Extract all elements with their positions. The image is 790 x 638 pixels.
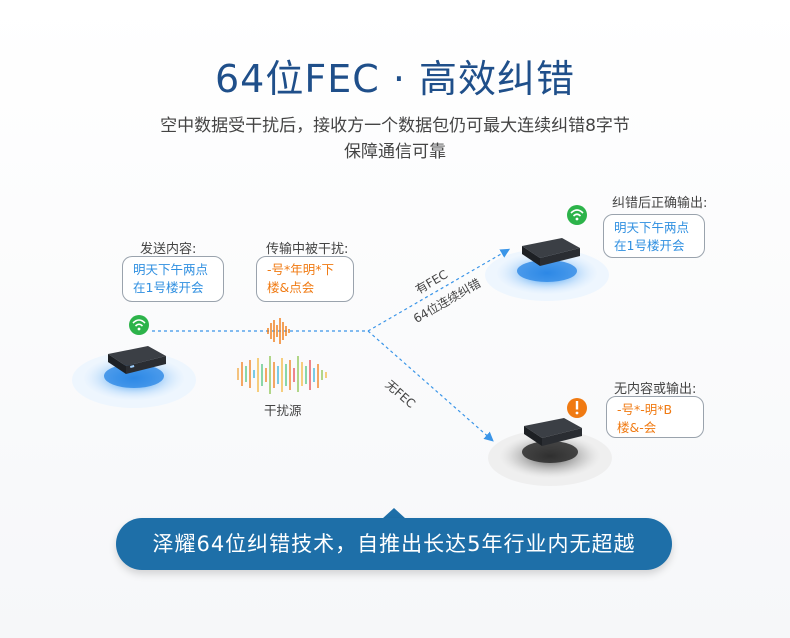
sender-device-icon <box>108 346 166 374</box>
banner-notch <box>382 508 406 519</box>
receiver-fec-wifi-signal-icon <box>567 205 587 225</box>
receiver-fec-device-icon <box>522 238 580 266</box>
fec-output-line-1: 明天下午两点 <box>614 220 690 235</box>
receiver-nofec-device-icon <box>524 418 582 446</box>
fec-route-line <box>367 248 511 332</box>
interference-caption: 传输中被干扰: <box>266 242 349 257</box>
sender-message-line-2: 在1号楼开会 <box>133 280 204 295</box>
feature-banner: 泽耀64位纠错技术，自推出长达5年行业内无超越 <box>116 518 672 570</box>
sender-message-line-1: 明天下午两点 <box>133 262 209 277</box>
nofec-output-line-2: 楼&-会 <box>617 420 657 435</box>
subtitle-line-1: 空中数据受干扰后，接收方一个数据包仍可最大连续纠错8字节 <box>160 116 630 136</box>
sender-halo <box>72 352 196 408</box>
page-subtitle: 空中数据受干扰后，接收方一个数据包仍可最大连续纠错8字节 保障通信可靠 <box>0 113 790 165</box>
nofec-output-line-1: -号*-明*B <box>617 402 673 417</box>
subtitle-line-2: 保障通信可靠 <box>344 142 446 162</box>
interference-source-label: 干扰源 <box>264 403 302 418</box>
nofec-output-bubble: -号*-明*B 楼&-会 <box>606 396 704 438</box>
receiver-nofec-halo <box>488 430 612 486</box>
receiver-fec-halo <box>485 249 609 301</box>
interference-message-line-1: -号*年明*下 <box>267 262 335 277</box>
sender-message-bubble: 明天下午两点 在1号楼开会 <box>122 256 224 302</box>
fec-output-bubble: 明天下午两点 在1号楼开会 <box>603 214 705 258</box>
sender-wifi-signal-icon <box>129 315 149 335</box>
fec-output-line-2: 在1号楼开会 <box>614 238 685 253</box>
nofec-output-caption: 无内容或输出: <box>614 382 697 397</box>
interference-source-icon <box>237 356 327 394</box>
page-title: 64位FEC · 高效纠错 <box>215 57 575 101</box>
interference-message-line-2: 楼&点会 <box>267 280 315 295</box>
interference-message-bubble: -号*年明*下 楼&点会 <box>256 256 354 302</box>
sender-caption: 发送内容: <box>140 242 197 257</box>
fec-output-caption: 纠错后正确输出: <box>612 196 708 211</box>
warning-icon <box>567 398 587 418</box>
noise-wave-icon <box>267 318 290 344</box>
